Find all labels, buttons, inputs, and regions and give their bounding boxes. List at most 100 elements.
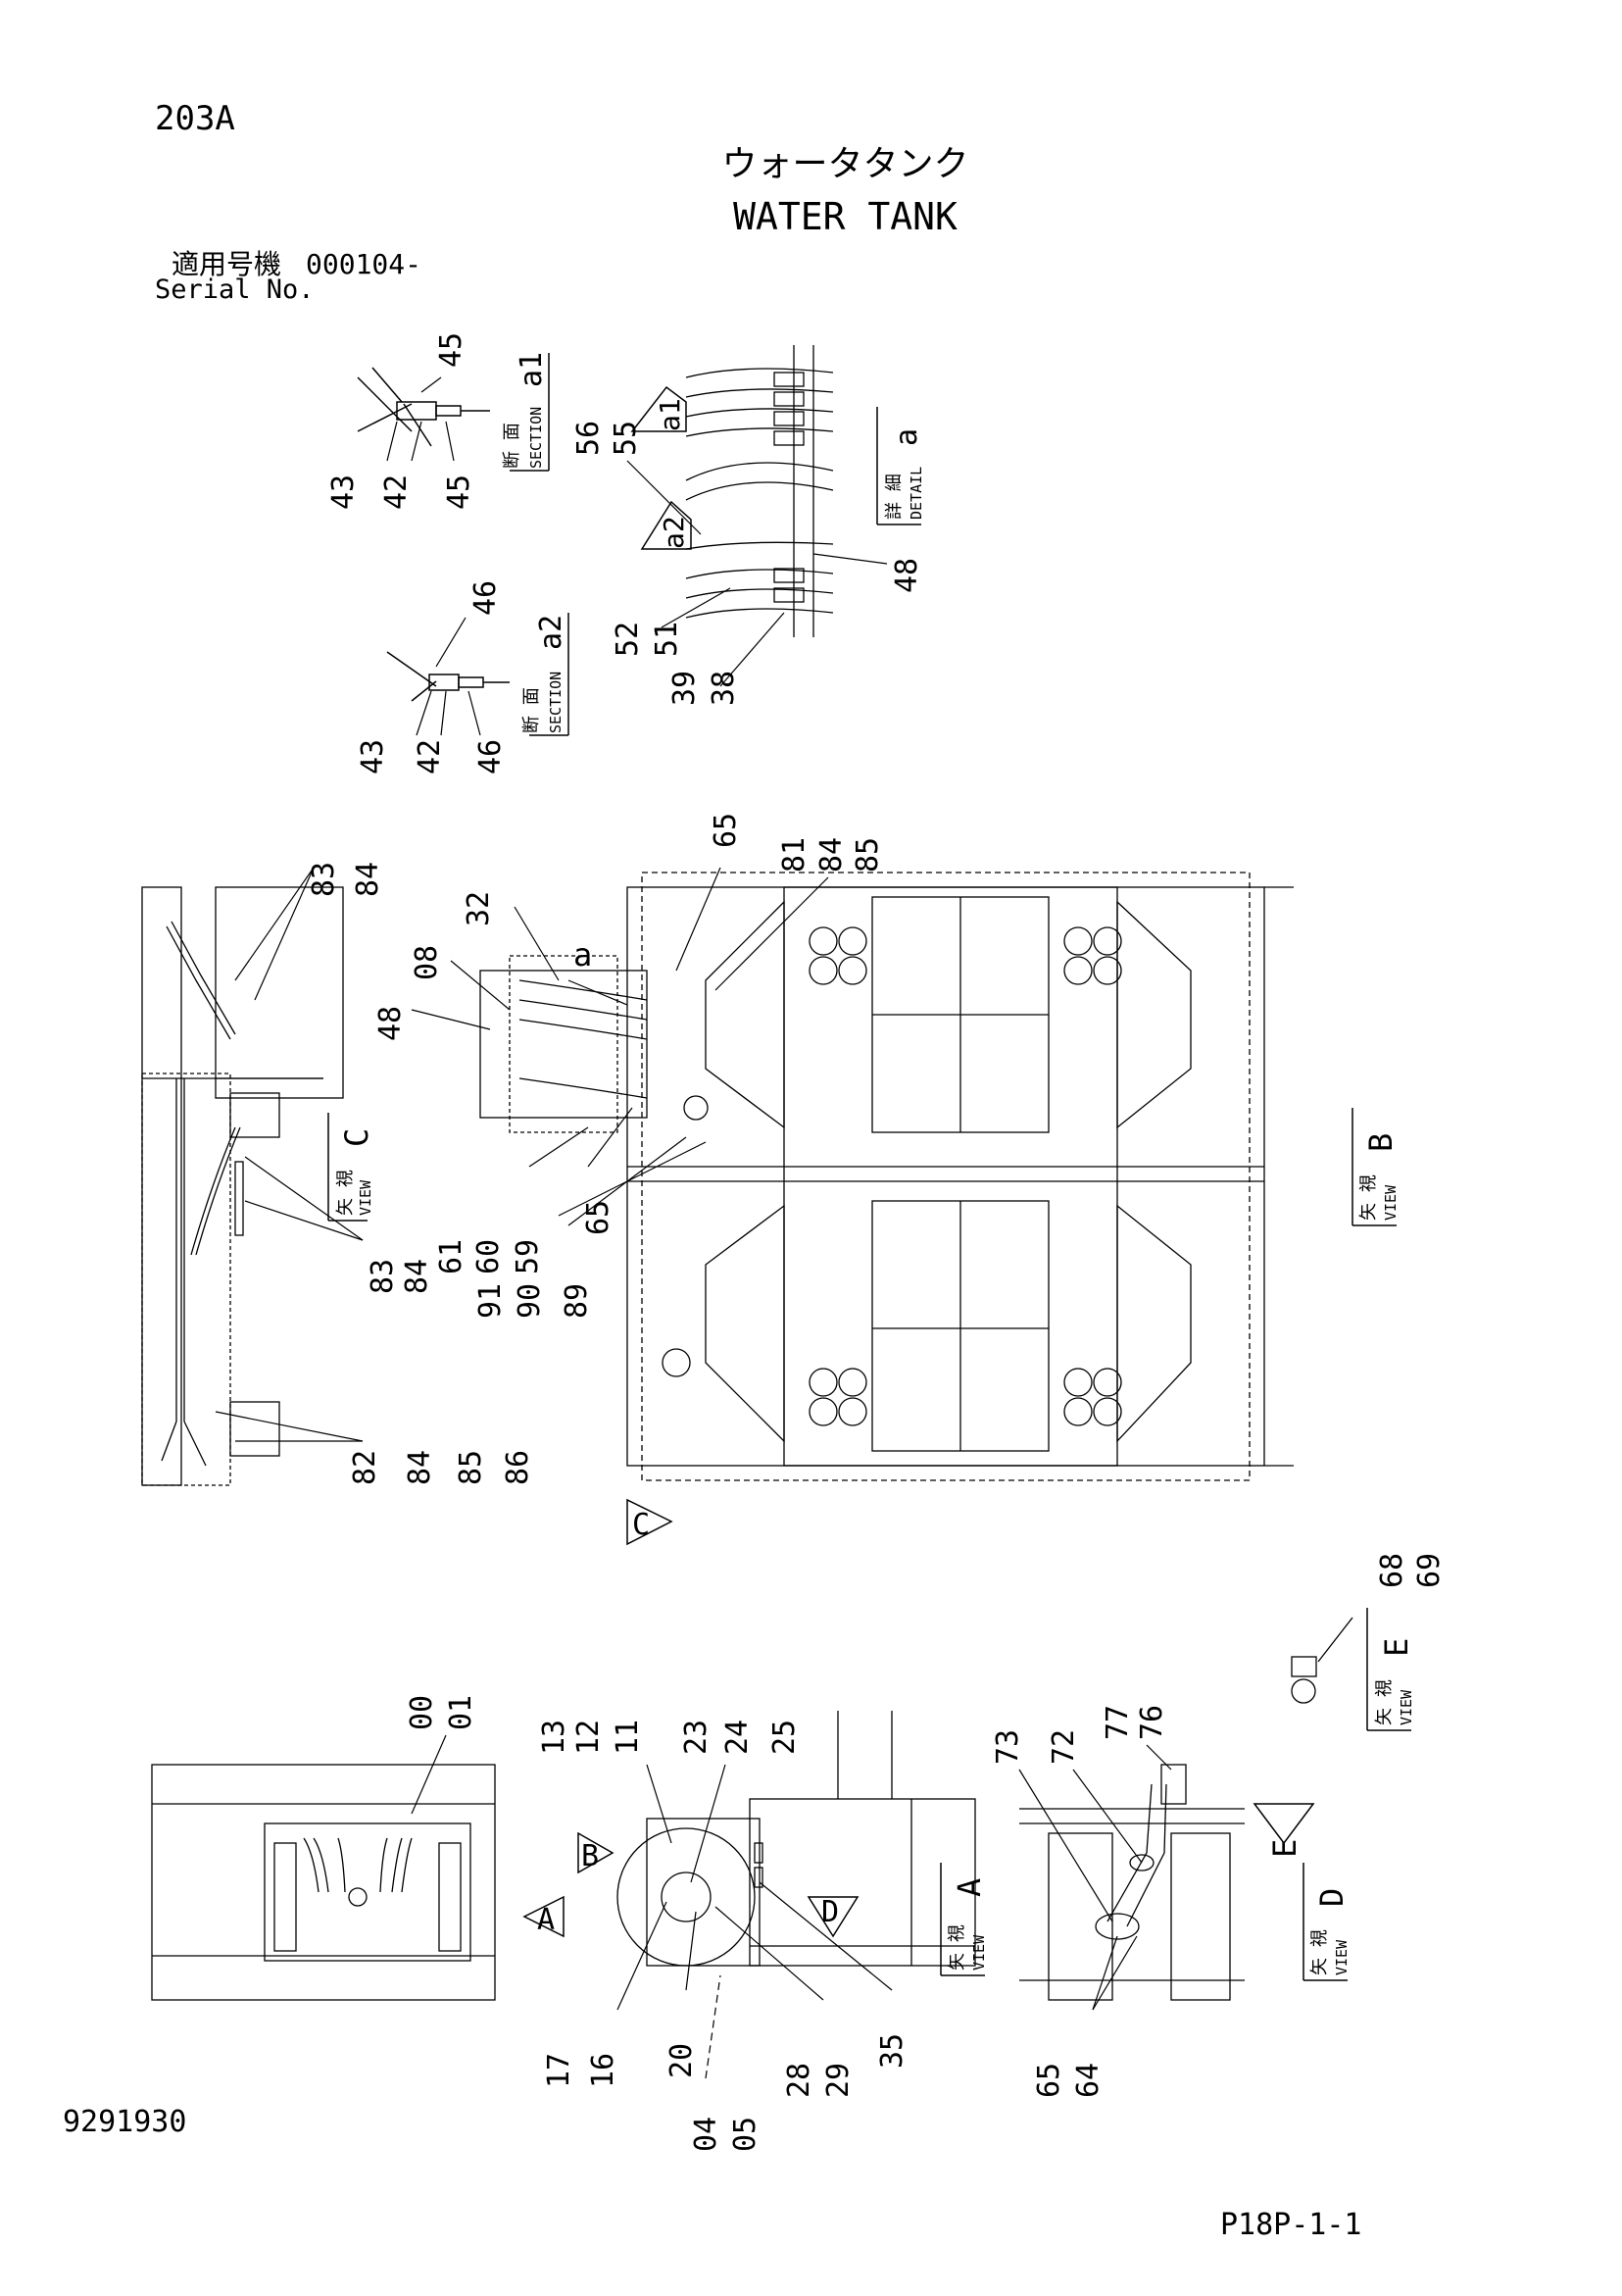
callout-84b: 84 bbox=[814, 837, 849, 873]
view-a-jp: 矢 視 bbox=[947, 1924, 967, 1971]
callout-35: 35 bbox=[875, 2033, 909, 2069]
view-c-label: 矢 視 VIEW C bbox=[327, 1113, 375, 1222]
callout-24: 24 bbox=[720, 1720, 755, 1755]
callout-82: 82 bbox=[348, 1450, 382, 1485]
view-e-drawing bbox=[1291, 1617, 1353, 1704]
view-d-drawing bbox=[1019, 1764, 1245, 2001]
svg-text:B: B bbox=[581, 1839, 599, 1873]
callout-48b: 48 bbox=[373, 1006, 408, 1041]
callout-83b: 83 bbox=[366, 1259, 400, 1294]
marker-a-arrow: A bbox=[522, 1895, 565, 1938]
detail-a-leaders bbox=[626, 460, 888, 687]
section-a2-drawing bbox=[386, 651, 510, 702]
callout-46b: 46 bbox=[473, 739, 508, 774]
view-a-id: A bbox=[951, 1878, 988, 1897]
callout-13: 13 bbox=[537, 1720, 571, 1755]
view-b-jp: 矢 視 bbox=[1358, 1174, 1379, 1221]
callout-04: 04 bbox=[689, 2117, 723, 2152]
callout-39: 39 bbox=[667, 671, 702, 706]
callout-42b: 42 bbox=[413, 739, 447, 774]
callout-52: 52 bbox=[611, 622, 645, 657]
section-a2-label: 断 面 SECTION a2 bbox=[521, 613, 569, 736]
view-c-drawing bbox=[141, 886, 344, 1486]
detail-a-label: 詳 細 DETAIL a bbox=[876, 407, 925, 525]
callout-76: 76 bbox=[1135, 1705, 1169, 1740]
section-a1-label: 断 面 SECTION a1 bbox=[502, 352, 550, 472]
view-e-id: E bbox=[1378, 1638, 1415, 1657]
view-e-en: VIEW bbox=[1398, 1689, 1415, 1725]
callout-83a: 83 bbox=[307, 862, 341, 897]
callout-23: 23 bbox=[679, 1720, 713, 1755]
view-d-leaders bbox=[1018, 1744, 1172, 2011]
callout-86: 86 bbox=[501, 1450, 535, 1485]
view-b-en: VIEW bbox=[1382, 1184, 1400, 1221]
callout-01: 01 bbox=[444, 1695, 478, 1730]
view-b-id: B bbox=[1362, 1133, 1400, 1152]
callout-77: 77 bbox=[1101, 1705, 1135, 1740]
callout-25: 25 bbox=[767, 1720, 802, 1755]
callout-73: 73 bbox=[991, 1729, 1025, 1765]
callout-84d: 84 bbox=[403, 1450, 437, 1485]
callout-08: 08 bbox=[410, 945, 444, 980]
section-a1-leaders bbox=[386, 376, 455, 462]
detail-a-id: a bbox=[890, 428, 924, 446]
callout-59: 59 bbox=[511, 1239, 545, 1274]
callout-68: 68 bbox=[1375, 1553, 1409, 1588]
callout-69: 69 bbox=[1412, 1553, 1447, 1588]
callout-55: 55 bbox=[609, 421, 643, 456]
view-c-jp: 矢 視 bbox=[335, 1170, 356, 1216]
svg-text:D: D bbox=[821, 1895, 839, 1929]
section-a2-jp: 断 面 bbox=[521, 687, 542, 733]
section-a1-jp: 断 面 bbox=[502, 423, 522, 469]
view-d-label: 矢 視 VIEW D bbox=[1303, 1863, 1351, 1981]
callout-81: 81 bbox=[777, 837, 811, 873]
callout-32: 32 bbox=[462, 891, 496, 926]
callout-28: 28 bbox=[782, 2063, 816, 2098]
view-c-leaders bbox=[215, 867, 364, 1442]
callout-56: 56 bbox=[571, 421, 606, 456]
callout-46a: 46 bbox=[468, 580, 503, 616]
callout-42a: 42 bbox=[379, 474, 414, 510]
view-e-label: 矢 視 VIEW E bbox=[1366, 1608, 1415, 1731]
callout-11: 11 bbox=[611, 1720, 645, 1755]
marker-b-arrow: B bbox=[577, 1831, 614, 1874]
callout-61: 61 bbox=[434, 1239, 468, 1274]
callout-89: 89 bbox=[560, 1283, 594, 1319]
marker-a-lower: a bbox=[573, 936, 592, 973]
serial-label-japanese: 適用号機 bbox=[172, 248, 282, 280]
callout-05: 05 bbox=[728, 2117, 762, 2152]
leader-00 bbox=[411, 1734, 447, 1815]
callout-45b: 45 bbox=[442, 474, 476, 510]
title-japanese: ウォータタンク bbox=[721, 144, 969, 184]
view-a-label: 矢 視 VIEW A bbox=[940, 1863, 988, 1976]
callout-20: 20 bbox=[664, 2043, 699, 2078]
svg-text:E: E bbox=[1266, 1839, 1303, 1858]
marker-a1: a1 bbox=[630, 385, 687, 432]
callout-43a: 43 bbox=[326, 474, 361, 510]
callout-65b: 65 bbox=[581, 1200, 615, 1235]
section-a1-id: a1 bbox=[515, 352, 549, 387]
callout-65c: 65 bbox=[1032, 2063, 1066, 2098]
view-e-jp: 矢 視 bbox=[1374, 1679, 1395, 1725]
view-d-jp: 矢 視 bbox=[1309, 1929, 1330, 1975]
view-b-label: 矢 視 VIEW B bbox=[1352, 1108, 1400, 1226]
callout-17: 17 bbox=[542, 2053, 576, 2088]
svg-text:C: C bbox=[632, 1508, 650, 1542]
view-a-en: VIEW bbox=[970, 1934, 988, 1971]
tank-view-leaders bbox=[616, 1764, 893, 2079]
main-view-leaders bbox=[411, 867, 829, 1226]
marker-d-arrow: D bbox=[807, 1895, 860, 1938]
drawing-number: 9291930 bbox=[63, 2105, 187, 2139]
section-a1-en: SECTION bbox=[527, 407, 545, 469]
section-a2-id: a2 bbox=[534, 615, 568, 650]
title-english: WATER TANK bbox=[733, 195, 958, 238]
section-a2-en: SECTION bbox=[547, 672, 565, 733]
callout-43b: 43 bbox=[356, 739, 390, 774]
marker-a2: a2 bbox=[640, 500, 692, 550]
callout-38: 38 bbox=[707, 671, 741, 706]
view-c-en: VIEW bbox=[357, 1179, 374, 1216]
callout-51: 51 bbox=[650, 622, 684, 657]
callout-64: 64 bbox=[1071, 2063, 1106, 2098]
marker-e-arrow: E bbox=[1253, 1803, 1315, 1858]
callout-12: 12 bbox=[571, 1720, 606, 1755]
